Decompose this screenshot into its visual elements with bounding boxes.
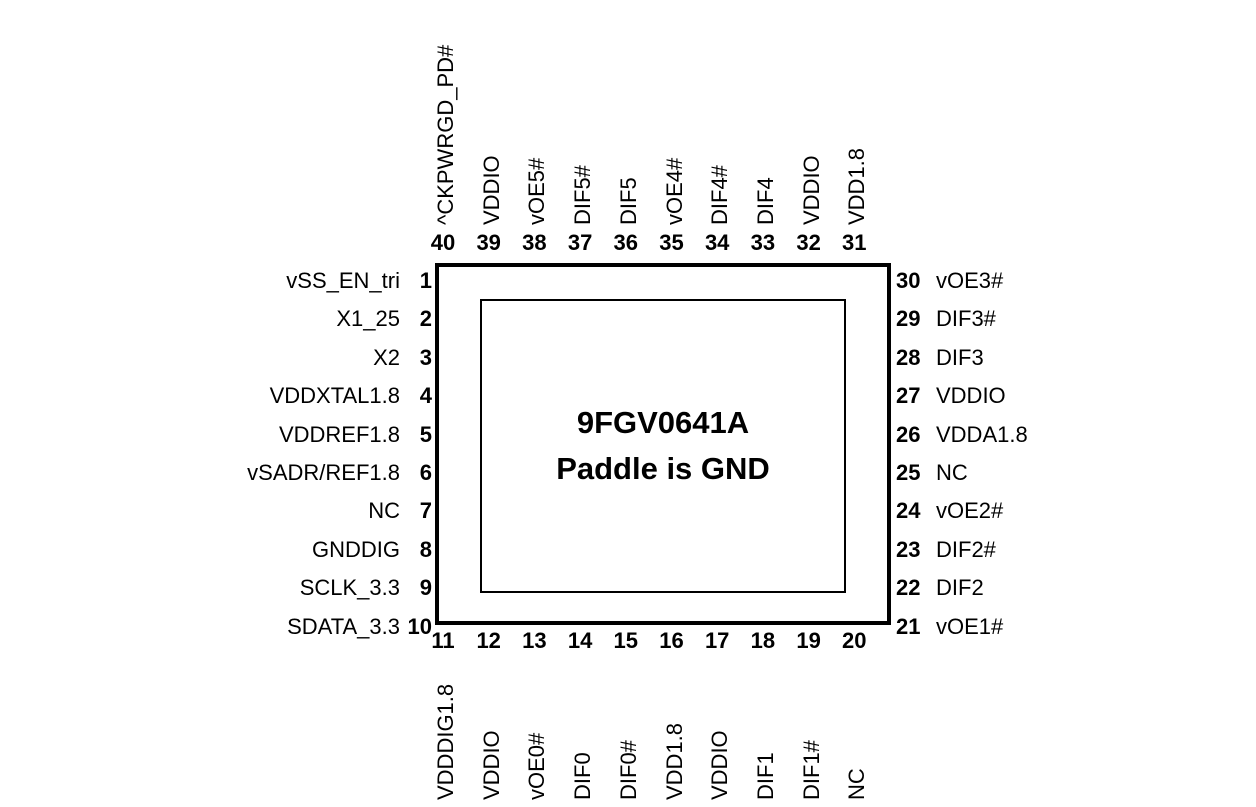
pin-number-16: 16: [659, 628, 684, 653]
pin-label-10: SDATA_3.3: [287, 613, 400, 639]
pin-label-6: vSADR/REF1.8: [247, 460, 400, 485]
pin-label-28: DIF3: [936, 344, 984, 370]
pin-label-11: VDDDIG1.8: [433, 683, 458, 800]
pin-label-25: NC: [936, 460, 968, 485]
pin-number-35: 35: [659, 230, 684, 255]
pin-number-12: 12: [476, 628, 501, 653]
pin-number-34: 34: [704, 230, 730, 255]
pin-number-26: 26: [896, 421, 921, 447]
pin-label-5: VDDREF1.8: [278, 421, 400, 447]
pin-label-17: VDDIO: [707, 730, 733, 800]
pin-number-11: 11: [431, 628, 455, 653]
pin-label-4: VDDXTAL1.8: [269, 383, 400, 409]
pin-label-40: ^CKPWRGD_PD#: [433, 44, 458, 225]
pin-number-9: 9: [419, 575, 432, 601]
pin-number-19: 19: [796, 628, 821, 653]
pin-label-8: GNDDIG: [312, 536, 400, 562]
pin-label-36: DIF5: [615, 177, 641, 225]
pin-number-18: 18: [750, 628, 776, 653]
pin-label-22: DIF2: [936, 575, 984, 601]
pin-number-32: 32: [796, 230, 821, 255]
pin-label-12: VDDIO: [478, 730, 504, 800]
pin-number-4: 4: [419, 383, 432, 409]
pin-label-29: DIF3#: [936, 306, 996, 332]
pin-number-25: 25: [896, 460, 921, 485]
pin-number-28: 28: [896, 344, 921, 370]
pin-label-37: DIF5#: [570, 165, 596, 225]
pin-label-32: VDDIO: [798, 155, 824, 225]
pin-number-10: 10: [407, 613, 432, 639]
pin-number-8: 8: [419, 536, 432, 562]
pin-label-18: DIF1: [752, 752, 778, 800]
pin-label-1: vSS_EN_tri: [286, 268, 400, 293]
pin-number-27: 27: [896, 383, 921, 409]
pin-label-34: DIF4#: [707, 165, 733, 225]
pin-number-33: 33: [750, 230, 776, 255]
pin-number-1: 1: [419, 268, 432, 293]
pin-number-22: 22: [896, 575, 921, 601]
pin-number-21: 21: [896, 613, 921, 639]
pin-number-6: 6: [419, 460, 432, 485]
pin-label-15: DIF0#: [615, 740, 641, 800]
pin-label-38: vOE5#: [524, 157, 550, 225]
pin-label-23: DIF2#: [936, 536, 996, 562]
pin-label-27: VDDIO: [936, 383, 1006, 409]
pin-number-31: 31: [842, 230, 867, 255]
pin-number-30: 30: [896, 268, 921, 293]
pin-number-24: 24: [896, 498, 921, 524]
pin-number-13: 13: [522, 628, 547, 653]
pin-label-20: NC: [844, 768, 870, 800]
pin-label-39: VDDIO: [478, 155, 504, 225]
pin-label-14: DIF0: [570, 752, 596, 800]
pin-number-2: 2: [419, 306, 432, 332]
pin-label-16: VDD1.8: [661, 722, 687, 800]
pin-number-37: 37: [567, 230, 593, 255]
pin-label-3: X2: [373, 344, 400, 370]
pin-number-23: 23: [896, 536, 921, 562]
pin-number-17: 17: [704, 628, 730, 653]
pin-number-14: 14: [567, 628, 593, 653]
pin-label-2: X1_25: [336, 306, 400, 332]
pin-number-29: 29: [896, 306, 921, 332]
pin-number-3: 3: [419, 344, 432, 370]
pin-label-9: SCLK_3.3: [299, 575, 400, 601]
pin-number-39: 39: [476, 230, 501, 255]
pin-label-26: VDDA1.8: [936, 421, 1028, 447]
pin-label-19: DIF1#: [798, 740, 824, 800]
pin-label-31: VDD1.8: [844, 147, 870, 225]
pin-label-24: vOE2#: [936, 498, 1004, 524]
pin-label-7: NC: [368, 498, 400, 524]
pin-number-20: 20: [842, 628, 867, 653]
pin-number-38: 38: [522, 230, 547, 255]
pin-label-21: vOE1#: [936, 613, 1004, 639]
pin-number-15: 15: [613, 628, 639, 653]
pin-number-36: 36: [613, 230, 639, 255]
pin-label-33: DIF4: [752, 177, 778, 225]
pin-number-5: 5: [419, 421, 432, 447]
pin-number-7: 7: [419, 498, 432, 524]
pin-number-40: 40: [430, 230, 456, 255]
package-paddle-outline: [480, 299, 846, 593]
pin-label-13: vOE0#: [524, 732, 550, 800]
pin-label-30: vOE3#: [936, 268, 1004, 293]
pin-label-35: vOE4#: [661, 157, 687, 225]
